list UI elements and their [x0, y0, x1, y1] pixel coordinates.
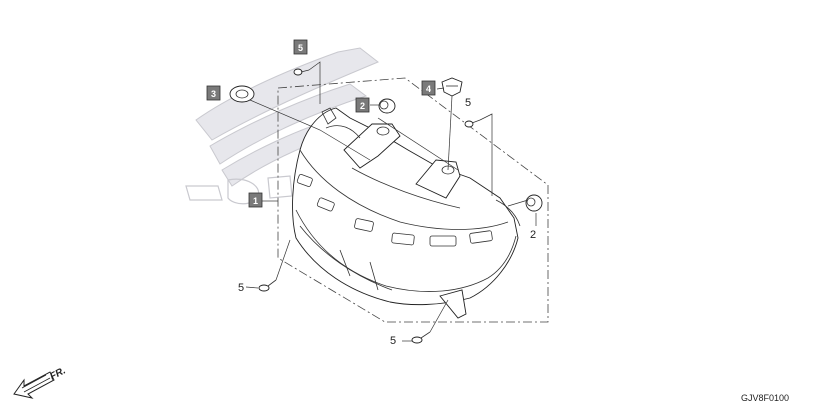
- callout-5-plain: 5: [465, 97, 471, 109]
- svg-text:3: 3: [211, 89, 216, 99]
- front-direction-label: FR.: [48, 365, 67, 382]
- svg-text:5: 5: [298, 43, 303, 53]
- assembly-boundary-line: [277, 77, 549, 323]
- headlight-assembly: [292, 107, 521, 319]
- grommet-part: [229, 85, 255, 103]
- callout-5-plain: 5: [390, 335, 396, 347]
- leader-lines: [245, 61, 537, 342]
- screw-part: [464, 119, 481, 128]
- callout-2-plain: 2: [530, 229, 536, 241]
- drawing-code: GJV8F0100: [741, 393, 789, 403]
- rubber-mount-part: [525, 194, 543, 212]
- rubber-mount-part: [378, 98, 396, 114]
- callout-4: 4: [421, 80, 436, 96]
- clip-nut-part: [441, 77, 463, 97]
- screw-part: [293, 68, 310, 76]
- callout-3: 3: [206, 85, 221, 101]
- svg-text:4: 4: [426, 84, 431, 94]
- svg-text:1: 1: [253, 196, 258, 206]
- callout-5-boxed: 5: [293, 39, 308, 55]
- front-direction-arrow-icon: [13, 371, 55, 399]
- callout-2-boxed: 2: [355, 97, 370, 113]
- svg-text:2: 2: [360, 101, 365, 111]
- callout-5-plain: 5: [238, 282, 244, 294]
- screw-part: [411, 331, 431, 344]
- callout-1: 1: [248, 192, 263, 208]
- screw-part: [258, 279, 277, 292]
